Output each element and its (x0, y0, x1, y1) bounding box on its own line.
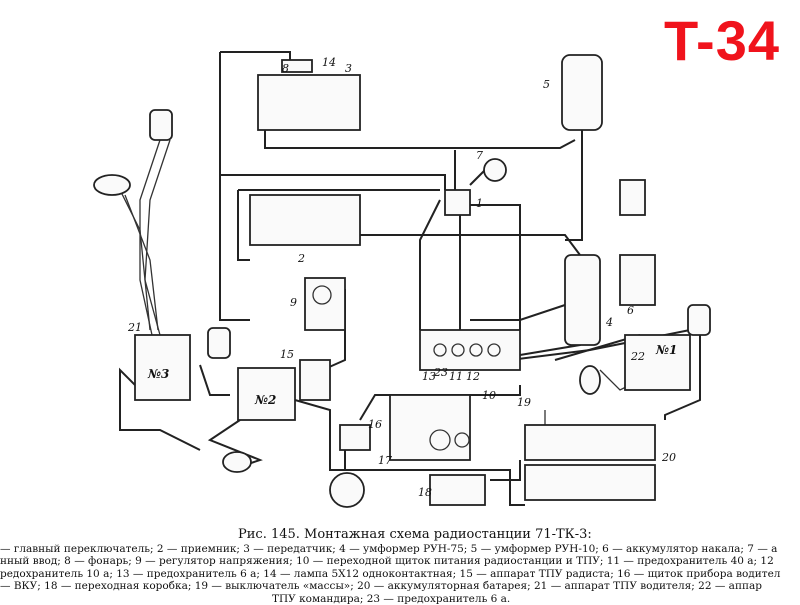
t34-logo: T-34 (663, 9, 780, 72)
label-3: 3 (345, 62, 352, 75)
label-12: 12 (466, 370, 480, 383)
transmitter-3 (257, 74, 361, 131)
label-13: 13 (422, 370, 436, 383)
label-10: 10 (482, 389, 496, 402)
label-n2: №2 (254, 393, 276, 407)
caption-line: — главный переключатель; 2 — приемник; 3… (0, 543, 778, 555)
intercom-box-21 (134, 334, 191, 401)
intercom-box-22 (624, 334, 691, 391)
label-11: 11 (449, 370, 463, 383)
wiring-diagram: 14 8 3 5 7 1 2 9 21 №3 15 №2 4 6 22 №1 1… (93, 51, 711, 508)
headset-plug-2 (207, 327, 231, 359)
label-20: 20 (661, 451, 676, 464)
label-18: 18 (418, 486, 432, 499)
components (93, 54, 711, 508)
label-19: 19 (517, 396, 531, 409)
antenna-input-7 (483, 158, 507, 182)
battery-20a (524, 424, 656, 461)
lamp-14 (281, 59, 313, 73)
label-23: 23 (433, 366, 448, 379)
label-17: 17 (378, 454, 392, 467)
label-1: 1 (476, 197, 483, 210)
label-16: 16 (368, 418, 382, 431)
label-15: 15 (280, 348, 294, 361)
label-9: 9 (290, 296, 297, 309)
component-labels: 14 8 3 5 7 1 2 9 21 №3 15 №2 4 6 22 №1 1… (127, 56, 677, 499)
filament-battery-6 (619, 254, 656, 306)
figure-caption: Рис. 145. Монтажная схема радиостанции 7… (0, 527, 800, 605)
vku-17-box (339, 424, 371, 451)
battery-box (619, 179, 646, 216)
label-14: 14 (322, 56, 336, 69)
fuse-box (299, 359, 331, 401)
vku-17 (329, 472, 365, 508)
main-switch-1 (444, 189, 471, 216)
headset (93, 174, 131, 196)
label-6: 6 (627, 304, 634, 317)
headset-plug-3 (687, 304, 711, 336)
receiver-2 (249, 194, 361, 246)
caption-line: редохранитель 10 а; 13 — предохранитель … (0, 567, 781, 580)
driver-instrument-panel-16 (389, 394, 471, 461)
junction-box-18 (429, 474, 486, 506)
label-2: 2 (297, 252, 305, 265)
label-5: 5 (543, 78, 550, 91)
label-n1: №1 (655, 343, 677, 357)
label-22: 22 (630, 350, 645, 363)
converter-4 (564, 254, 601, 346)
caption-line: нный ввод; 8 — фонарь; 9 — регулятор нап… (0, 555, 774, 568)
label-7: 7 (476, 149, 483, 162)
headset-plug (149, 109, 173, 141)
label-21: 21 (127, 321, 142, 334)
caption-title: Рис. 145. Монтажная схема радиостанции 7… (238, 527, 592, 542)
microphone (579, 365, 601, 395)
label-4: 4 (605, 316, 613, 329)
label-8: 8 (282, 62, 289, 75)
caption-line: — ВКУ; 18 — переходная коробка; 19 — вык… (0, 580, 762, 593)
microphone-2 (222, 451, 252, 473)
caption-line: ТПУ командира; 23 — предохранитель 6 а. (272, 592, 511, 605)
label-n3: №3 (147, 367, 169, 381)
battery-20b (524, 464, 656, 501)
intercom-box-15 (237, 367, 296, 421)
converter-5 (561, 54, 603, 131)
